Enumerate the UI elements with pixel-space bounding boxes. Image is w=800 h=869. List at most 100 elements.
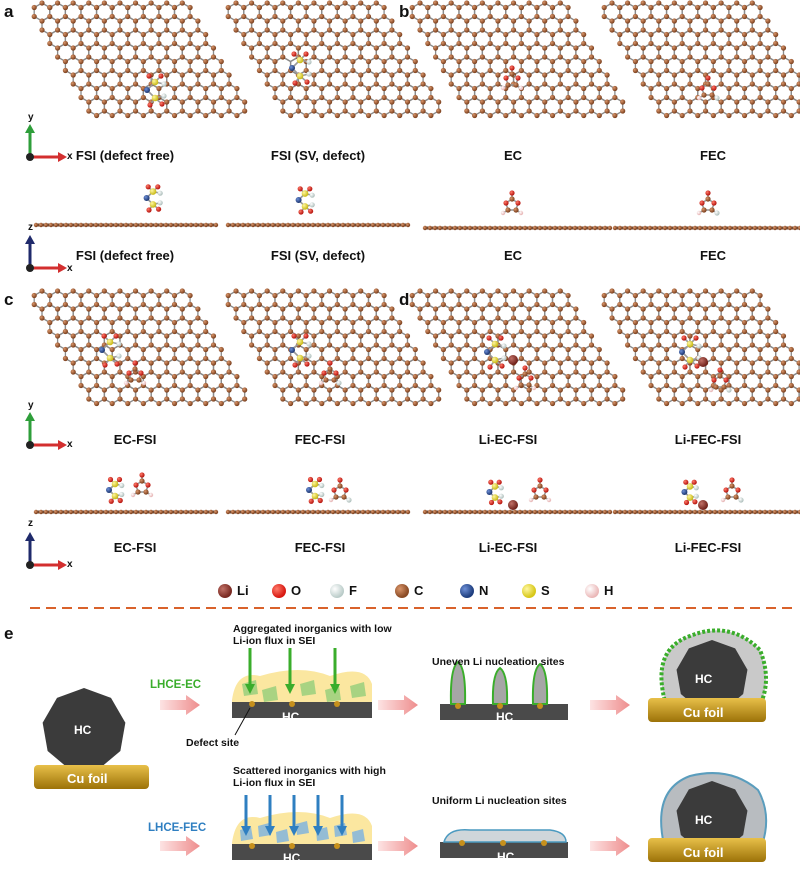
carbon-atom <box>479 315 485 321</box>
carbon-atom <box>726 328 732 335</box>
carbon-atom <box>617 301 623 308</box>
carbon-atom <box>428 400 434 407</box>
carbon-atom <box>632 31 638 38</box>
carbon-atom <box>710 400 716 407</box>
carbon-atom <box>334 58 340 65</box>
carbon-atom <box>203 58 209 65</box>
carbon-atom <box>140 292 146 299</box>
carbon-atom <box>164 99 170 105</box>
carbon-atom <box>503 4 509 11</box>
carbon-atom <box>326 342 333 348</box>
carbon-atom <box>132 342 139 348</box>
carbon-atom <box>517 509 523 515</box>
carbon-atom <box>656 18 662 24</box>
carbon-atom <box>250 222 256 228</box>
carbon-atom <box>311 369 317 375</box>
hc-label-ec-sei: HC <box>282 710 300 724</box>
f-atom <box>738 497 744 503</box>
carbon-atom <box>757 225 763 231</box>
carbon-atom <box>342 333 348 339</box>
carbon-atom <box>718 27 724 33</box>
graphene-ring <box>481 384 499 405</box>
carbon-atom <box>233 315 239 321</box>
carbon-atom <box>456 301 462 308</box>
carbon-atom <box>765 315 771 321</box>
c-atom <box>537 483 543 489</box>
carbon-atom <box>187 292 193 299</box>
carbon-atom <box>86 18 92 24</box>
carbon-atom <box>581 328 587 335</box>
o-atom-icon <box>272 583 286 598</box>
c-atom <box>337 483 343 489</box>
carbon-atom <box>742 225 748 231</box>
carbon-atom <box>796 72 800 78</box>
carbon-atom <box>248 306 255 312</box>
carbon-atom <box>487 40 493 47</box>
carbon-atom <box>355 222 361 228</box>
carbon-atom <box>773 328 779 335</box>
carbon-atom <box>31 301 37 308</box>
carbon-atom <box>156 67 162 74</box>
carbon-atom <box>796 387 800 393</box>
s-atom <box>491 483 499 490</box>
carbon-atom <box>741 400 748 407</box>
carbon-atom <box>479 54 485 60</box>
carbon-atom <box>573 45 579 51</box>
f-atom <box>696 343 702 349</box>
carbon-atom <box>526 27 532 33</box>
carbon-atom <box>326 108 333 114</box>
nucleation-site <box>500 840 506 846</box>
carbon-atom <box>93 222 99 228</box>
carbon-atom <box>125 67 131 74</box>
carbon-atom <box>687 387 693 393</box>
carbon-atom <box>565 112 571 119</box>
carbon-atom <box>477 509 483 515</box>
carbon-atom <box>734 99 740 105</box>
carbon-atom <box>612 373 618 380</box>
carbon-atom <box>526 108 532 114</box>
carbon-atom <box>601 301 607 308</box>
carbon-atom <box>710 31 716 38</box>
carbon-atom <box>425 292 431 299</box>
carbon-atom <box>315 222 321 228</box>
carbon-atom <box>311 99 317 105</box>
carbon-atom <box>117 306 123 312</box>
carbon-atom <box>256 328 262 335</box>
carbon-atom <box>726 319 732 326</box>
carbon-atom <box>272 319 278 326</box>
o-atom <box>735 487 741 493</box>
carbon-atom <box>303 301 309 308</box>
carbon-atom <box>565 31 571 38</box>
f-atom <box>119 491 125 498</box>
o-atom <box>717 367 723 373</box>
carbon-atom <box>487 13 493 20</box>
carbon-atom <box>117 333 123 339</box>
carbon-atom <box>132 99 139 105</box>
carbon-atom <box>179 306 185 312</box>
carbon-atom <box>295 108 301 114</box>
carbon-atom <box>663 85 670 92</box>
carbon-atom <box>125 112 131 119</box>
carbon-atom <box>573 396 579 402</box>
carbon-atom <box>272 94 278 101</box>
carbon-atom <box>345 509 351 515</box>
carbon-atom <box>55 342 61 348</box>
carbon-atom <box>195 333 201 339</box>
caption-c-top-1: EC-FSI <box>113 432 157 447</box>
carbon-atom <box>462 225 468 231</box>
legend-s: S <box>522 583 550 598</box>
carbon-atom <box>464 387 470 393</box>
c-atom <box>709 92 715 98</box>
li-flux-arrowhead-fec <box>241 826 251 836</box>
carbon-atom <box>734 54 740 60</box>
carbon-atom <box>156 31 162 38</box>
carbon-atom <box>420 108 426 114</box>
s-atom <box>111 480 119 488</box>
carbon-atom <box>604 108 610 114</box>
carbon-atom <box>749 81 755 87</box>
carbon-atom <box>101 54 107 60</box>
c-atom <box>139 478 145 484</box>
graphene-ring <box>466 384 484 405</box>
carbon-atom <box>187 4 193 11</box>
carbon-atom <box>171 4 178 11</box>
